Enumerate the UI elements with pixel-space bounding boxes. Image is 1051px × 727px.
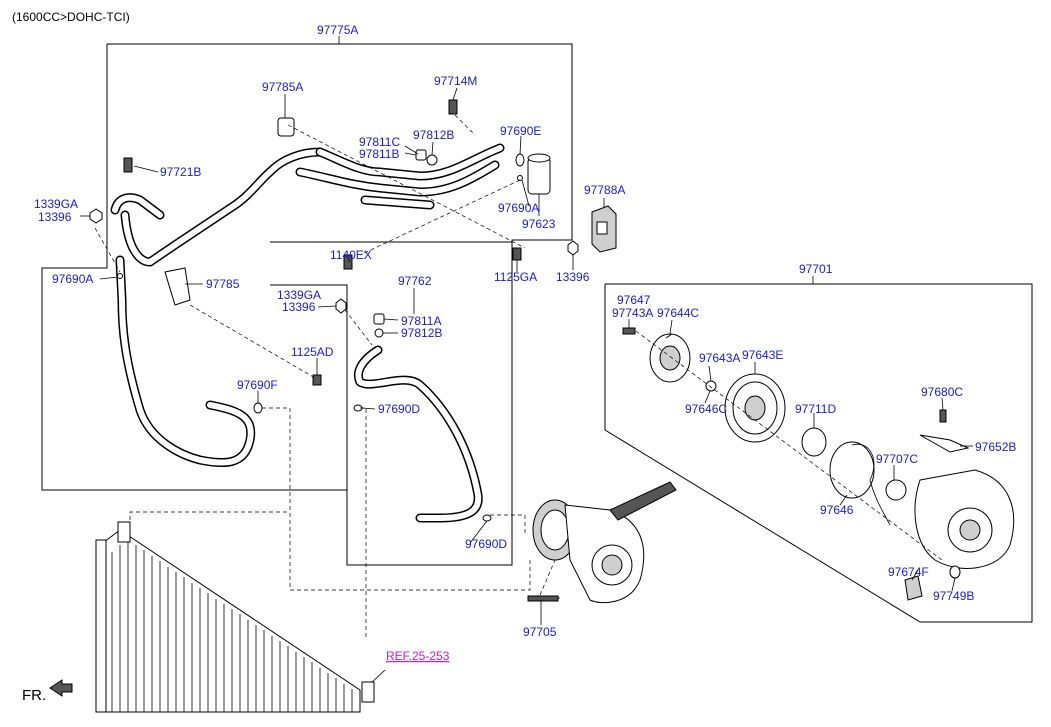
- compressor-exploded-97701: [622, 327, 1015, 601]
- label-97690F: 97690F: [237, 378, 278, 392]
- label-97811B: 97811B: [359, 147, 399, 161]
- label-13396-mid: 13396: [556, 270, 590, 284]
- label-97646: 97646: [820, 503, 854, 517]
- dashed-guides: [94, 114, 943, 640]
- frame-97701: [604, 283, 1033, 623]
- label-13396-left: 13396: [38, 210, 72, 224]
- label-13396-mid2: 13396: [282, 300, 316, 314]
- label-97652B: 97652B: [975, 440, 1016, 454]
- compressor-97705: [527, 481, 677, 604]
- label-97701: 97701: [799, 262, 833, 276]
- label-97690A-top: 97690A: [498, 201, 539, 215]
- label-97788A: 97788A: [584, 183, 625, 197]
- label-97811C: 97811C: [359, 135, 400, 149]
- discharge-hose-assembly: [110, 143, 505, 468]
- label-97707C: 97707C: [876, 452, 918, 466]
- fittings: [89, 99, 579, 522]
- condenser: [95, 521, 375, 713]
- ref-link[interactable]: REF.25-253: [386, 649, 450, 663]
- label-97749B: 97749B: [933, 589, 974, 603]
- bracket-97788A: [591, 205, 617, 253]
- label-97690A-left: 97690A: [52, 272, 93, 286]
- label-1125GA: 1125GA: [494, 270, 537, 284]
- label-97643A: 97643A: [699, 351, 740, 365]
- label-1339GA-left: 1339GA: [34, 197, 78, 211]
- label-1140EX: 1140EX: [330, 248, 372, 262]
- label-97762: 97762: [398, 274, 432, 288]
- label-97644C: 97644C: [657, 306, 699, 320]
- frame-97762: [270, 241, 513, 566]
- label-97690D-bot: 97690D: [465, 537, 507, 551]
- label-97811A: 97811A: [401, 314, 441, 328]
- leader-lines: [80, 36, 973, 683]
- front-arrow-icon: [49, 679, 73, 697]
- label-97623: 97623: [522, 217, 556, 231]
- label-1339GA-mid: 1339GA: [277, 288, 321, 302]
- suction-hose-97762: [353, 345, 483, 523]
- label-97812B-mid: 97812B: [401, 326, 442, 340]
- label-97775A: 97775A: [317, 23, 358, 37]
- label-97785: 97785: [206, 277, 240, 291]
- label-97646C: 97646C: [685, 402, 727, 416]
- front-label: FR.: [22, 687, 46, 704]
- label-97705: 97705: [523, 625, 557, 639]
- label-1125AD: 1125AD: [291, 345, 334, 359]
- label-97721B: 97721B: [160, 165, 201, 179]
- label-97812B-top: 97812B: [413, 128, 454, 142]
- label-97690E: 97690E: [500, 124, 541, 138]
- label-97674F: 97674F: [888, 565, 929, 579]
- label-97711D: 97711D: [795, 402, 836, 416]
- label-97690D-top: 97690D: [378, 402, 420, 416]
- label-97743A: 97743A: [612, 306, 653, 320]
- receiver-drier: [527, 153, 551, 195]
- label-97680C: 97680C: [921, 385, 963, 399]
- engine-spec: (1600CC>DOHC-TCI): [12, 10, 130, 24]
- label-97785A: 97785A: [262, 80, 303, 94]
- label-97714M: 97714M: [434, 74, 477, 88]
- label-97647: 97647: [617, 293, 651, 307]
- label-97643E: 97643E: [742, 348, 783, 362]
